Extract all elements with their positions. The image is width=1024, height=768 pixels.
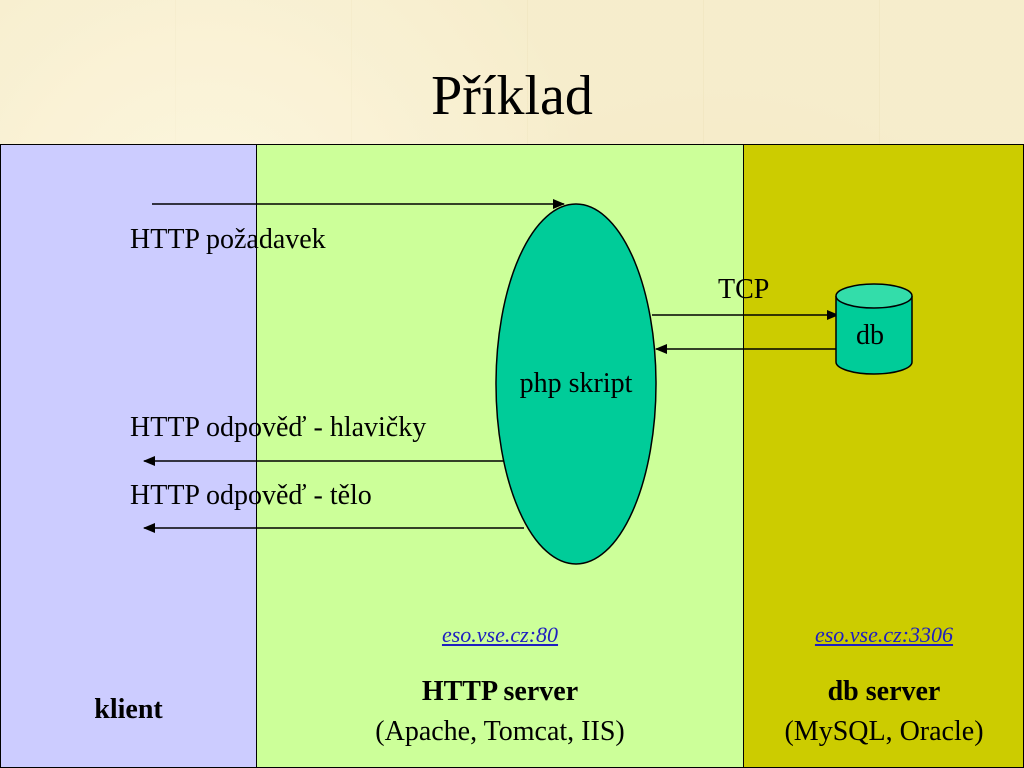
http-response-body-label: HTTP odpověď - tělo — [130, 480, 372, 511]
http-server-column — [256, 144, 744, 768]
http-server-link[interactable]: eso.vse.cz:80 — [441, 622, 559, 647]
db-server-column — [743, 144, 1024, 768]
tcp-label: TCP — [718, 274, 770, 305]
klient-label: klient — [94, 694, 163, 725]
http-server-title: HTTP server — [421, 676, 579, 707]
slide-title: Příklad — [431, 65, 593, 127]
db-server-link[interactable]: eso.vse.cz:3306 — [814, 622, 954, 647]
http-request-label: HTTP požadavek — [130, 224, 326, 255]
db-cylinder-icon — [835, 283, 913, 375]
http-server-examples: (Apache, Tomcat, IIS) — [375, 716, 625, 747]
db-server-title: db server — [827, 676, 941, 707]
http-response-headers-label: HTTP odpověď - hlavičky — [130, 412, 427, 443]
php-script-label: php skript — [519, 368, 633, 399]
db-label: db — [856, 320, 884, 351]
db-server-examples: (MySQL, Oracle) — [784, 716, 984, 747]
php-script-ellipse — [495, 203, 657, 565]
